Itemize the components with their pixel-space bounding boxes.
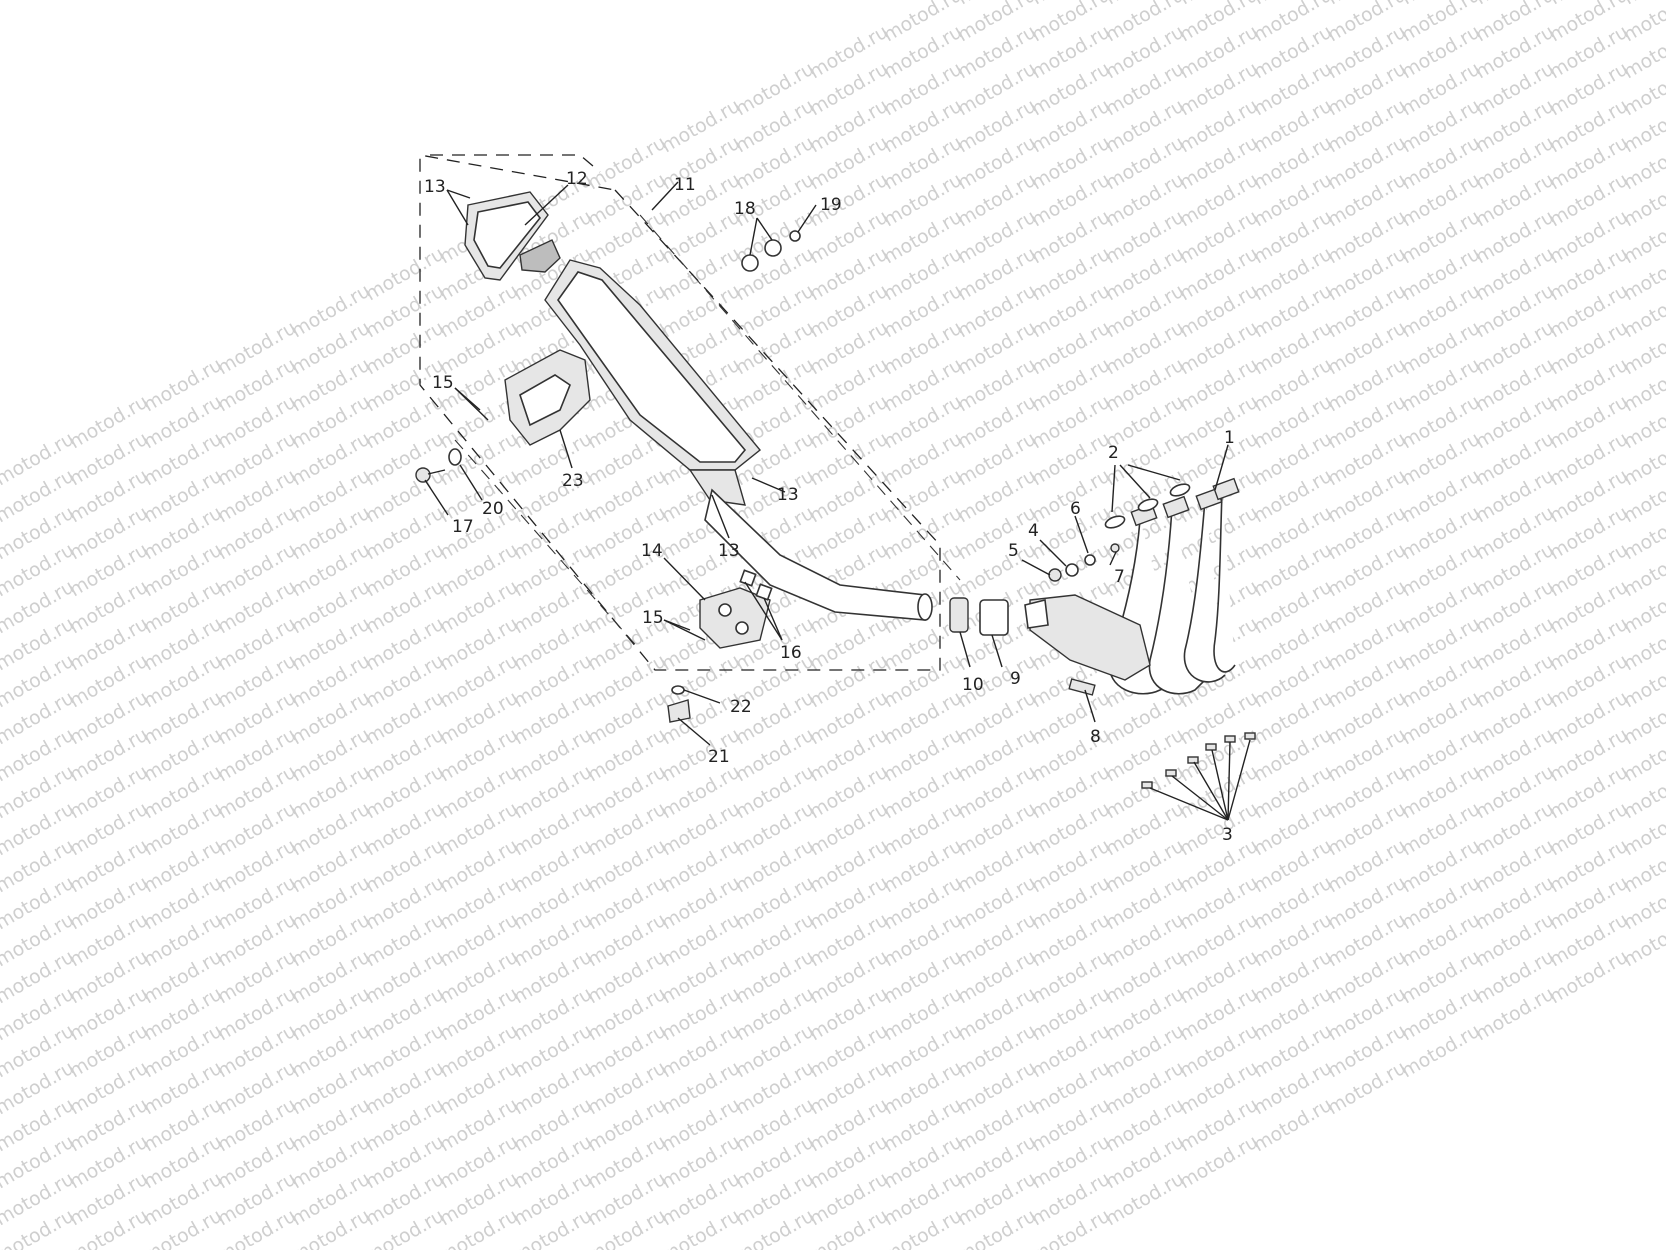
- pipe-sleeve[interactable]: [979, 599, 1009, 636]
- callout-19: 19: [820, 195, 842, 215]
- collector-catalyst[interactable]: [1024, 594, 1151, 681]
- washer[interactable]: [448, 448, 462, 466]
- callout-4: 4: [1028, 521, 1039, 541]
- bolt[interactable]: [415, 467, 446, 483]
- gaskets[interactable]: [1104, 482, 1191, 530]
- assembly-boundary: [419, 154, 941, 671]
- header-pipes[interactable]: [1108, 477, 1240, 695]
- callout-1: 1: [1224, 428, 1235, 448]
- rubber-mount[interactable]: [667, 699, 691, 723]
- callout-16: 16: [780, 643, 802, 663]
- callout-13-bottom: 13: [718, 541, 740, 561]
- silencer-end-cap[interactable]: [464, 191, 561, 281]
- callout-22: 22: [730, 697, 752, 717]
- centerline: [454, 439, 641, 651]
- callout-9: 9: [1010, 669, 1021, 689]
- callout-14: 14: [641, 541, 663, 561]
- callout-15-bottom: 15: [642, 608, 664, 628]
- mounting-bracket[interactable]: [504, 349, 591, 446]
- callout-12: 12: [566, 169, 588, 189]
- callout-13-top: 13: [424, 177, 446, 197]
- centerline: [639, 214, 961, 581]
- clips[interactable]: [739, 569, 773, 601]
- spring-clip[interactable]: [671, 685, 685, 695]
- callout-2: 2: [1108, 443, 1119, 463]
- muffler-body[interactable]: [544, 259, 933, 621]
- heat-shield[interactable]: [699, 587, 771, 649]
- callout-15-top: 15: [432, 373, 454, 393]
- oxygen-sensor[interactable]: [1068, 678, 1096, 696]
- callout-21: 21: [708, 747, 730, 767]
- callout-17: 17: [452, 517, 474, 537]
- callout-10: 10: [962, 675, 984, 695]
- callout-6: 6: [1070, 499, 1081, 519]
- grommets[interactable]: [741, 230, 801, 272]
- callout-13-right: 13: [777, 485, 799, 505]
- callout-3: 3: [1222, 825, 1233, 845]
- fasteners[interactable]: [1048, 543, 1120, 582]
- callout-8: 8: [1090, 727, 1101, 747]
- watermark-text: motod.ru: [1620, 0, 1666, 46]
- callout-7: 7: [1114, 567, 1125, 587]
- callout-20: 20: [482, 499, 504, 519]
- callout-18: 18: [734, 199, 756, 219]
- header-nuts[interactable]: [1141, 732, 1256, 789]
- pipe-clamp[interactable]: [949, 597, 969, 633]
- callout-5: 5: [1008, 541, 1019, 561]
- callout-11: 11: [674, 175, 696, 195]
- callout-labels: 1 2 3 4 5 6 7 8 9 10 11 12 13 13 13 14 1…: [424, 169, 1235, 845]
- leader-lines: [424, 181, 1251, 821]
- callout-23: 23: [562, 471, 584, 491]
